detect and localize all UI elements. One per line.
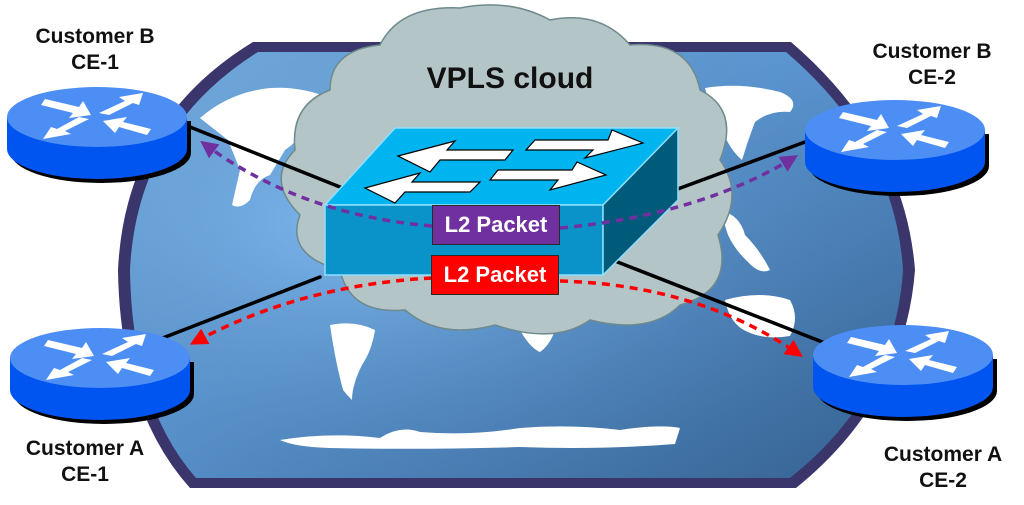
router-arrow-3 xyxy=(43,117,89,139)
customer-name: Customer A xyxy=(883,443,1003,466)
link-a-ce1 xyxy=(153,275,322,343)
customer-a-path-right xyxy=(559,279,803,358)
arrow-right-2 xyxy=(488,161,608,192)
router-arrow-2 xyxy=(905,331,949,353)
south-america-land xyxy=(330,323,375,400)
link-b-ce1 xyxy=(183,123,357,195)
physical-links xyxy=(153,123,832,347)
label-customer-b-ce1: Customer B CE-1 xyxy=(0,24,190,76)
label-customer-a-ce2: Customer A CE-2 xyxy=(862,442,1024,494)
router-arrow-1 xyxy=(847,337,897,356)
router-icon xyxy=(7,87,191,183)
arrow-right-1 xyxy=(524,129,645,160)
layer2-switch-icon xyxy=(325,126,680,277)
customer-name: Customer B xyxy=(872,40,992,63)
link-a-ce2 xyxy=(613,259,832,347)
router-arrow-1 xyxy=(44,340,94,359)
router-arrow-1 xyxy=(41,99,91,118)
router-top xyxy=(813,325,993,385)
arrow-left-2b xyxy=(363,171,482,204)
device-name: CE-1 xyxy=(71,51,119,74)
device-name: CE-2 xyxy=(919,469,967,492)
device-name: CE-1 xyxy=(61,463,109,486)
router-top xyxy=(7,87,187,147)
router-top xyxy=(10,328,190,388)
customer-b-path-left xyxy=(200,140,433,228)
customer-a-path-left xyxy=(189,276,433,345)
router-arrow-1 xyxy=(839,112,889,131)
device-name: CE-2 xyxy=(908,66,956,89)
router-arrow-3 xyxy=(841,130,887,152)
router-icon xyxy=(805,100,989,196)
router-arrow-2 xyxy=(99,93,143,115)
customer-name: Customer B xyxy=(35,25,155,48)
antarctica-land xyxy=(280,426,680,449)
router-arrow-2 xyxy=(102,334,146,356)
label-customer-b-ce2: Customer B CE-2 xyxy=(842,39,1022,91)
router-arrow-3 xyxy=(46,358,92,380)
label-customer-a-ce1: Customer A CE-1 xyxy=(0,436,170,488)
land-masses xyxy=(200,85,795,449)
customer-name: Customer A xyxy=(25,437,145,460)
l2-packet-customer-b: L2 Packet xyxy=(432,205,560,245)
router-top xyxy=(805,100,985,160)
router-arrow-4 xyxy=(901,130,949,148)
link-b-ce2 xyxy=(673,140,807,192)
router-icon xyxy=(813,325,997,421)
asia-land xyxy=(705,85,794,160)
router-arrow-4 xyxy=(909,355,957,373)
south-east-asia-land xyxy=(720,210,770,272)
router-arrow-3 xyxy=(849,355,895,377)
router-icon xyxy=(10,328,194,424)
switch-arrows xyxy=(363,129,645,204)
router-arrow-4 xyxy=(106,358,154,376)
customer-b-path-right xyxy=(559,155,798,230)
north-america-land xyxy=(200,87,330,207)
arrow-left-1 xyxy=(396,139,515,173)
router-arrow-2 xyxy=(897,106,941,128)
traffic-paths xyxy=(189,140,803,358)
switch-side-face xyxy=(602,126,679,277)
router-arrow-4 xyxy=(103,117,151,135)
l2-packet-customer-a: L2 Packet xyxy=(431,255,559,295)
cloud-title: VPLS cloud xyxy=(426,62,594,95)
